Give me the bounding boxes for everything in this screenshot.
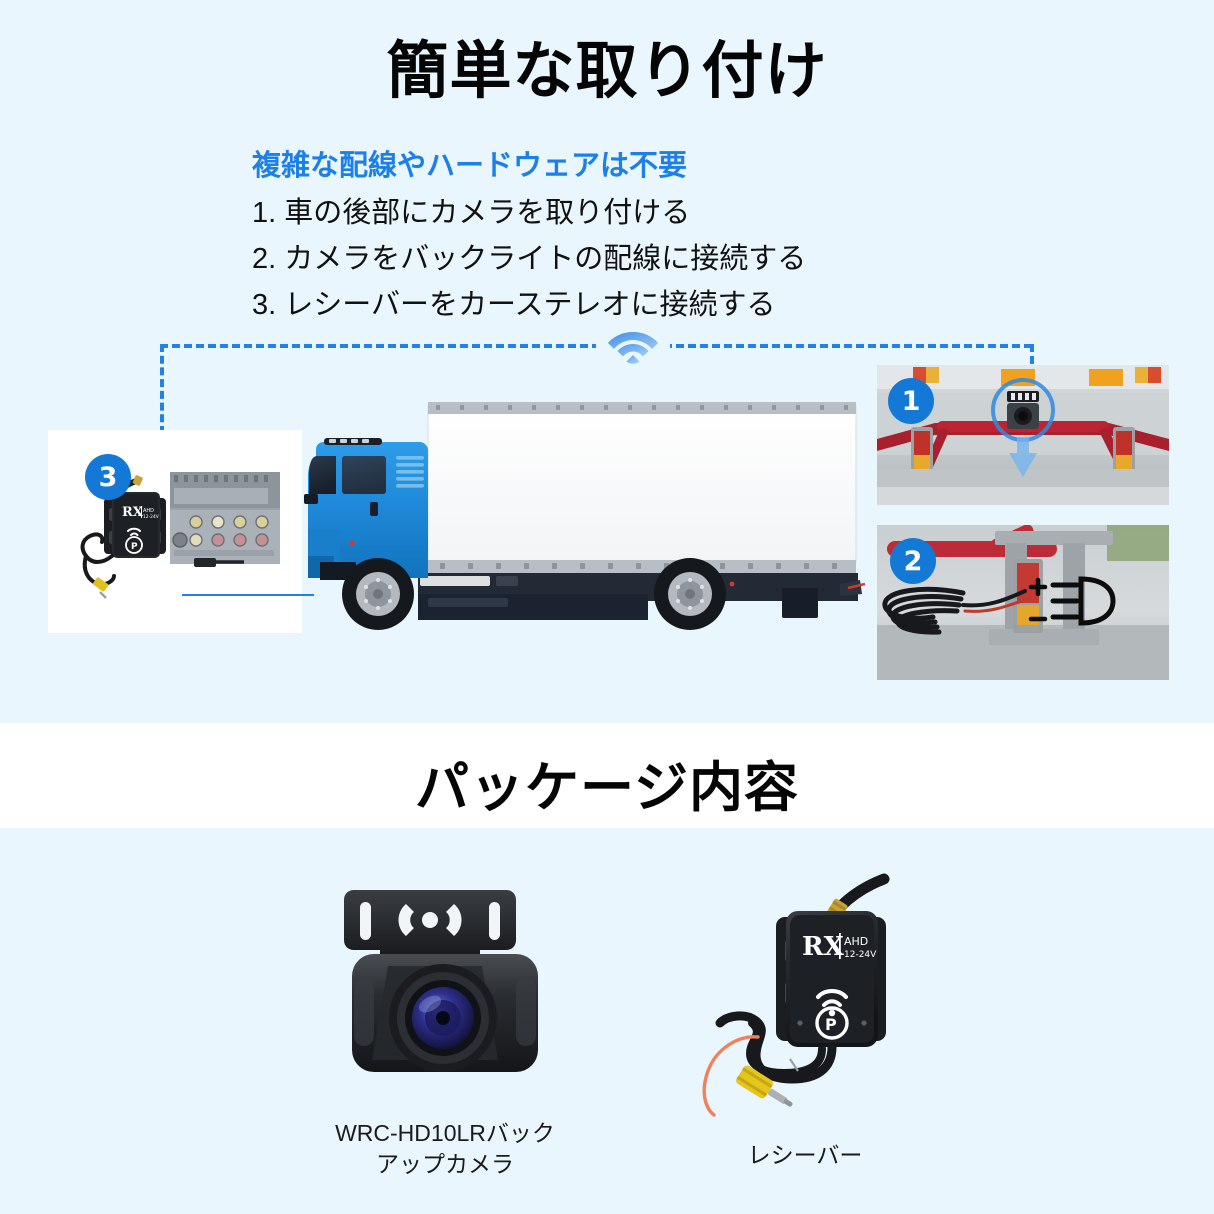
svg-text:P: P (825, 1015, 837, 1034)
svg-text:RX: RX (122, 505, 144, 520)
install-subtitle: 複雑な配線やハードウェアは不要 (252, 150, 688, 182)
camera-product-label: WRC-HD10LRバック アップカメラ (275, 1118, 615, 1180)
connector-line-left (160, 344, 164, 434)
panel3-connector-wire (182, 594, 314, 596)
wifi-icon (596, 318, 670, 370)
truck-illustration (300, 398, 866, 648)
svg-text:AHD: AHD (844, 935, 868, 948)
install-step-1: 1. 車の後部にカメラを取り付ける (252, 197, 691, 229)
camera-product-image (330, 878, 560, 1083)
installation-section: 簡単な取り付け 複雑な配線やハードウェアは不要 1. 車の後部にカメラを取り付け… (48, 37, 1169, 680)
step-badge-1: 1 (888, 378, 934, 424)
receiver-product-image: RX AHD 12-24V P (672, 873, 937, 1118)
camera-label-line1: WRC-HD10LRバック (335, 1120, 555, 1146)
svg-text:AHD: AHD (143, 508, 154, 514)
step-badge-3: 3 (85, 454, 131, 500)
connector-line-right (1030, 344, 1034, 376)
svg-text:12-24V: 12-24V (844, 950, 877, 960)
panel-step2 (877, 525, 1169, 680)
install-step-2: 2. カメラをバックライトの配線に接続する (252, 243, 807, 275)
package-contents-section: パッケージ内容 (0, 758, 1214, 1214)
svg-text:12-24V: 12-24V (143, 514, 159, 520)
receiver-product-label: レシーバー (747, 1142, 863, 1168)
package-title: パッケージ内容 (415, 758, 799, 818)
page-title: 簡単な取り付け (386, 37, 828, 106)
section-divider (0, 723, 1214, 828)
install-step-3: 3. レシーバーをカーステレオに接続する (252, 289, 776, 321)
svg-text:P: P (131, 542, 138, 552)
step-badge-2: 2 (890, 538, 936, 584)
camera-label-line2: アップカメラ (376, 1151, 514, 1178)
panel-step3: RX AHD 12-24V P (48, 430, 302, 633)
svg-text:RX: RX (802, 932, 845, 962)
